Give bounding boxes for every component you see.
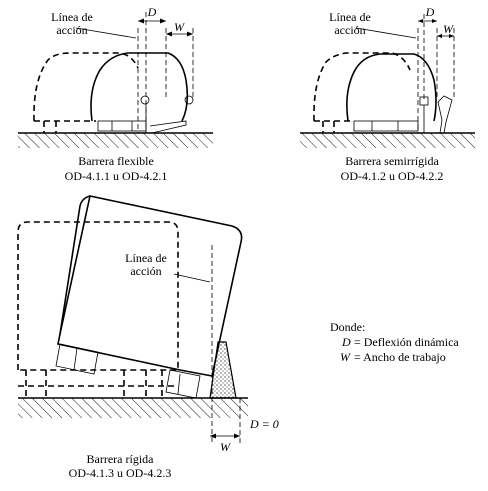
action-line-label: Línea de <box>329 10 371 24</box>
panel-caption: OD-4.1.1 u OD-4.2.1 <box>65 169 168 183</box>
dim-arrow <box>432 19 437 23</box>
rigid-barrier <box>209 341 237 399</box>
panel-caption: Barrera rígida <box>87 452 155 466</box>
dim-arrow <box>234 433 240 439</box>
action-line-label: acción <box>130 264 161 278</box>
dim-arrow <box>437 34 442 38</box>
ground-hatch <box>18 133 213 148</box>
vehicle-tilted-wheel-detail <box>73 347 181 395</box>
vehicle-original-outline <box>33 52 139 122</box>
legend-w-text: = Ancho de trabajo <box>354 350 446 364</box>
flexible-barrier-cable-deflected <box>184 95 194 105</box>
legend: Donde: D = Deflexión dinámica W = Ancho … <box>330 320 459 364</box>
legend-d-symbol: D <box>341 335 351 349</box>
dim-d-label: D <box>425 5 435 19</box>
legend-d-text: = Deflexión dinámica <box>354 335 459 349</box>
vehicle-tilted-wheel <box>55 343 99 375</box>
vehicle-deflected-outline <box>346 53 437 122</box>
action-line-label: acción <box>56 23 87 37</box>
flexible-barrier-cable <box>140 95 150 105</box>
panel-caption: Barrera flexible <box>78 154 154 168</box>
vehicle-chassis <box>353 120 419 132</box>
dim-arrow <box>160 18 166 24</box>
panel-caption: Barrera semirrígida <box>345 154 439 168</box>
legend-title: Donde: <box>330 320 365 334</box>
vehicle-original-wheels <box>43 121 57 133</box>
dim-arrow <box>187 31 193 37</box>
action-line-label: Línea de <box>51 10 93 24</box>
action-line-leader <box>173 273 211 283</box>
panel-caption: OD-4.1.2 u OD-4.2.2 <box>341 169 444 183</box>
action-line-label: Línea de <box>125 251 167 265</box>
panel-caption: OD-4.1.3 u OD-4.2.3 <box>69 466 172 480</box>
vehicle-deflected-outline <box>90 52 189 122</box>
flexible-barrier-post <box>145 104 187 134</box>
dim-arrow <box>210 433 216 439</box>
ground-hatch <box>18 398 248 418</box>
dim-w-label: W <box>443 22 454 36</box>
vehicle-tilted-wheel <box>165 369 201 399</box>
action-line-leader <box>355 27 417 39</box>
vehicle-tilted-edge <box>59 195 91 335</box>
dim-arrow <box>166 31 172 37</box>
semirigid-barrier-panel: Línea de acción D W Barrera semirrígida … <box>300 5 475 183</box>
ground-hatch <box>300 133 475 148</box>
dim-arrow <box>449 34 454 38</box>
dim-w-label: W <box>220 440 231 454</box>
dim-arrow <box>418 19 423 23</box>
semirigid-rail-deflected <box>437 95 453 134</box>
vehicle-original-wheels <box>322 121 335 133</box>
vehicle-chassis <box>97 120 147 132</box>
dim-d-zero-label: D = 0 <box>249 417 279 431</box>
dim-w-label: W <box>174 20 185 34</box>
vehicle-tilted-outline <box>57 195 243 377</box>
action-line-label: acción <box>334 23 365 37</box>
dim-d-label: D <box>147 5 157 19</box>
action-line-leader <box>75 27 137 39</box>
flexible-barrier-panel: Línea de acción D W Barrera flexible OD-… <box>18 5 213 183</box>
legend-w-symbol: W <box>340 350 351 364</box>
rigid-barrier-panel: Línea de acción D = 0 W Barrera rígida O… <box>17 195 279 480</box>
dim-arrow <box>138 18 144 24</box>
vehicle-original-wheels <box>25 370 163 398</box>
vehicle-original-outline <box>313 52 411 122</box>
vehicle-original-outline <box>17 221 179 371</box>
